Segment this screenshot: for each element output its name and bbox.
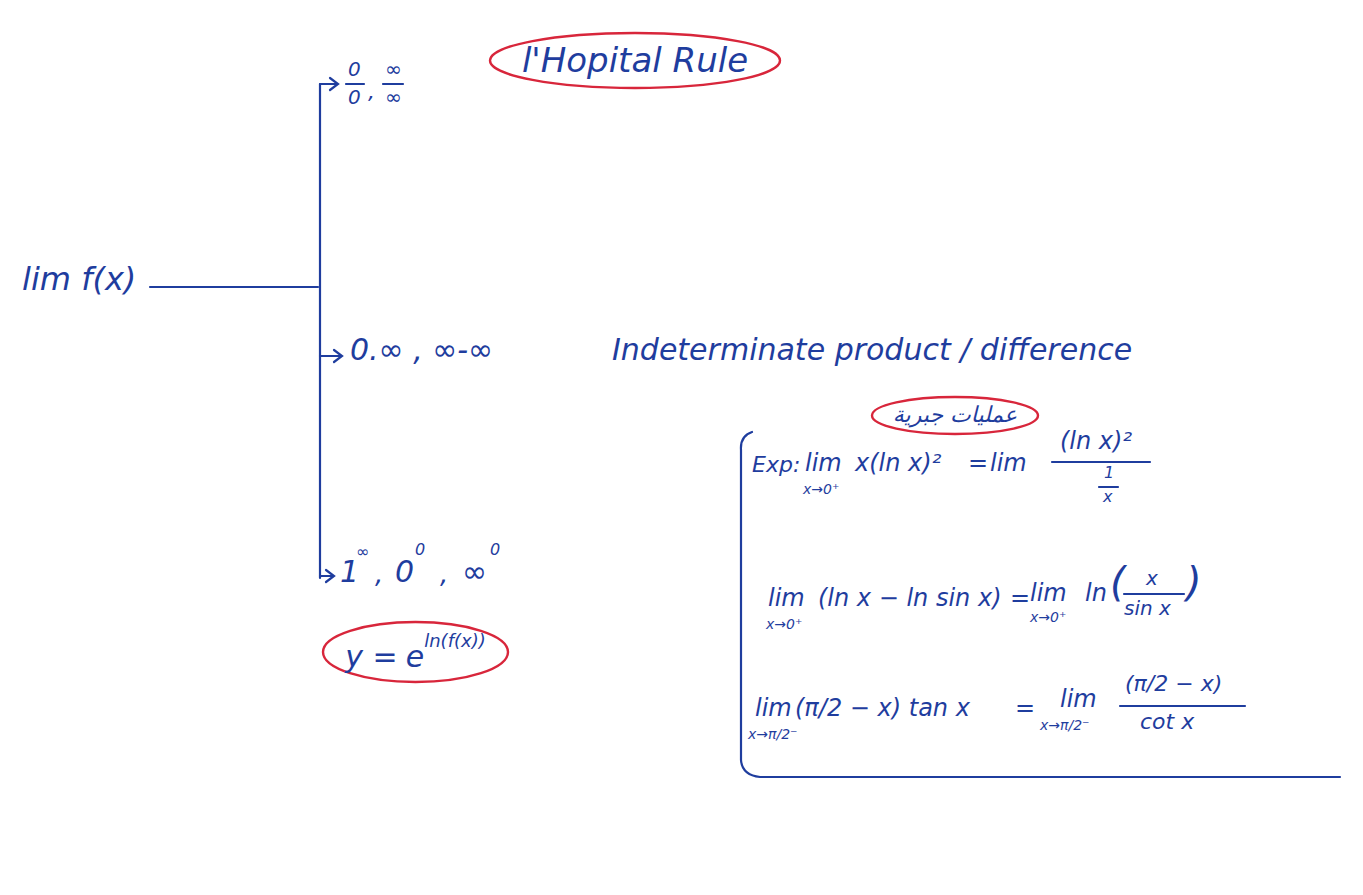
handwritten-text: ( [1110, 560, 1126, 604]
handwritten-text: 0.∞ , ∞-∞ [350, 333, 493, 366]
handwritten-text: x→0⁺ [1030, 610, 1066, 625]
node-text: عمليات جبرية [893, 402, 1017, 427]
circled-note: عمليات جبرية [870, 395, 1040, 436]
node-text: y = [345, 639, 397, 674]
handwritten-text: 0 [348, 58, 361, 80]
handwritten-text: ∞ [385, 58, 402, 80]
handwritten-text: lim [990, 450, 1027, 476]
branch-line [150, 286, 318, 288]
node-text: ln(f(x)) [424, 630, 486, 651]
handwritten-text: 0 [490, 541, 500, 559]
handwritten-text: sin x [1124, 597, 1171, 619]
handwritten-text: x [1146, 567, 1158, 589]
handwritten-text: = [968, 450, 988, 476]
node-text: e [406, 639, 424, 674]
handwritten-text: lim [755, 695, 792, 721]
handwritten-text: lim f(x) [22, 262, 136, 297]
handwritten-text: ln [1085, 580, 1107, 606]
handwritten-text: , [375, 560, 383, 589]
branch-arrow [320, 570, 334, 582]
handwritten-text: lim [805, 450, 842, 476]
handwritten-text: x→0⁺ [803, 482, 839, 497]
handwritten-text: (ln x)² [1060, 428, 1132, 454]
handwritten-text: lim [768, 585, 805, 611]
handwritten-text: 0 [348, 86, 361, 108]
branch-arrow [320, 78, 338, 90]
handwritten-text: ∞ [462, 555, 487, 588]
handwritten-text: 0 [415, 541, 425, 559]
example-bracket [741, 432, 1340, 777]
handwritten-text: Exp: [752, 453, 800, 477]
node-text: l'Hopital Rule [522, 40, 748, 80]
handwritten-text: cot x [1140, 710, 1194, 734]
handwritten-text: ∞ [356, 543, 369, 561]
fraction-bar [1120, 705, 1245, 707]
handwritten-text: Indeterminate product / difference [612, 333, 1132, 366]
handwritten-text: = [1010, 585, 1030, 611]
fraction-bar [1124, 593, 1184, 595]
circled-note: y = eln(f(x)) [321, 620, 510, 684]
handwritten-text: (π/2 − x) [1125, 672, 1222, 696]
handwritten-text: ∞ [385, 86, 402, 108]
handwritten-text: 0 [395, 555, 414, 588]
handwritten-text: (ln x − ln sin x) [818, 585, 1002, 611]
handwritten-text: x→0⁺ [766, 617, 802, 632]
handwritten-text: = [1015, 695, 1035, 721]
handwritten-text: ) [1186, 560, 1202, 604]
handwritten-text: 1 [1104, 464, 1114, 482]
fraction-bar [1052, 462, 1150, 487]
handwritten-text: , [368, 80, 375, 104]
branch-trunk [319, 84, 321, 578]
handwritten-text: x→π/2⁻ [1040, 718, 1089, 733]
handwritten-text: , [440, 560, 448, 589]
handwritten-text: (π/2 − x) tan x [795, 695, 970, 721]
handwritten-text: x [1103, 488, 1112, 506]
circled-note: l'Hopital Rule [488, 31, 782, 90]
branch-arrow [320, 350, 342, 362]
handwritten-text: lim [1060, 686, 1097, 712]
handwritten-text: x(ln x)² [855, 450, 941, 476]
handwritten-text: lim [1030, 580, 1067, 606]
handwritten-text: x→π/2⁻ [748, 727, 797, 742]
